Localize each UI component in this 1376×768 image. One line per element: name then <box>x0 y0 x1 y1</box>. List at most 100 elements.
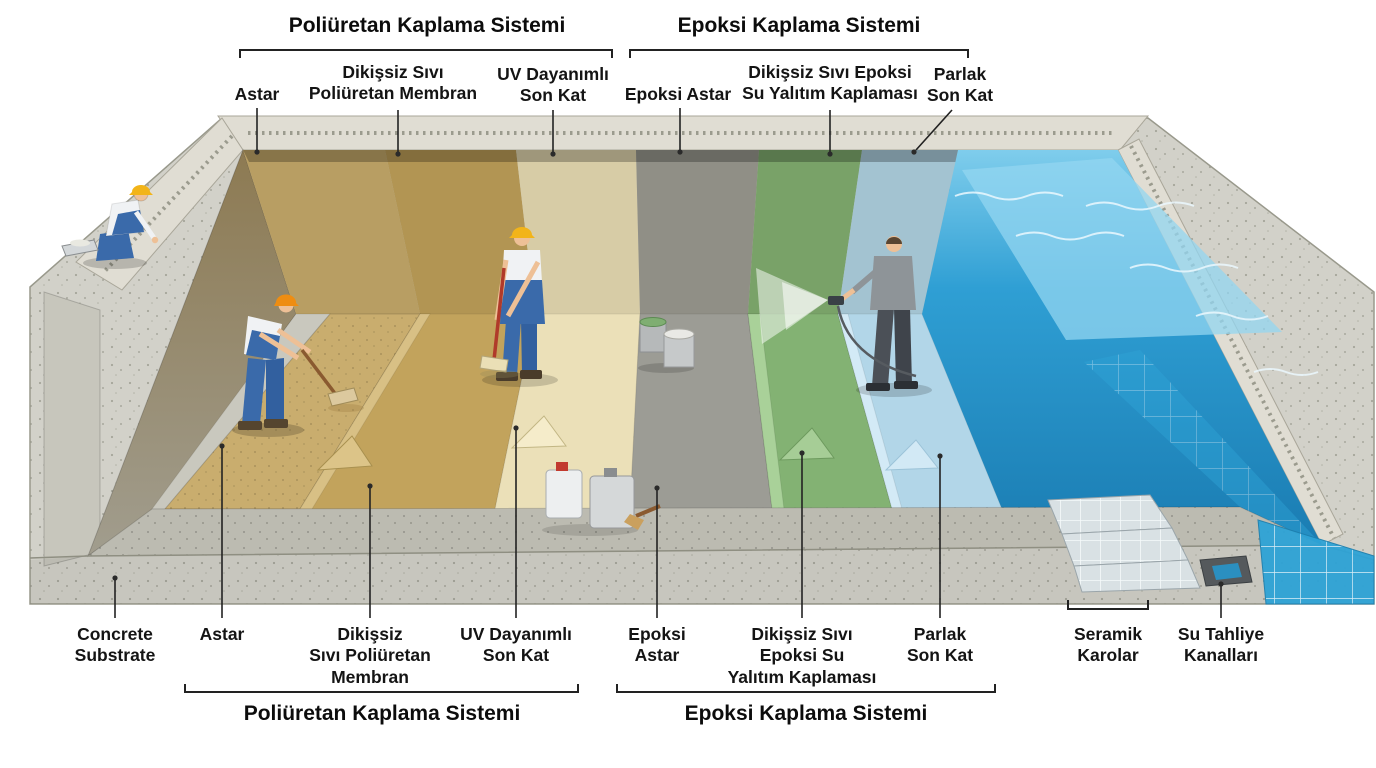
worker2-wet-trail <box>328 404 364 412</box>
title-bottom-poliuretan: Poliüretan Kaplama Sistemi <box>243 702 521 725</box>
bracket-top-poliuretan <box>239 49 613 58</box>
membran-peel-corner <box>316 435 373 471</box>
paint-can-white-lid <box>663 328 695 340</box>
worker1-hardhat <box>129 185 153 195</box>
worker2-boot-left <box>238 421 262 430</box>
spray-gun <box>828 296 844 305</box>
worker4-hair <box>886 237 902 244</box>
drain-channel <box>1199 555 1253 587</box>
worker3-boot-left <box>496 372 518 381</box>
annotation-lines <box>114 49 1222 693</box>
label-top-astar: Astar <box>234 84 280 104</box>
worker3-roller-head <box>479 355 509 373</box>
label-bottom-seramik-karolar: Seramik Karolar <box>1073 624 1143 666</box>
step-3 <box>1073 559 1201 593</box>
label-bottom-epoksi-su-yalitim: Dikişsiz Sıvı Epoksi Su Yalıtım Kaplamas… <box>727 624 877 687</box>
worker4-shoe-left <box>866 383 890 391</box>
paint-cans <box>638 317 695 373</box>
wall-band-epoksi-green <box>748 150 862 314</box>
worker3-boot-right <box>520 370 542 379</box>
worker2-arm-back <box>258 331 300 361</box>
worker4-leg-right <box>894 308 912 384</box>
front-face-shade <box>30 545 1374 604</box>
wall-band-astar <box>243 150 420 314</box>
spray-hose <box>836 305 917 378</box>
title-top-epoksi: Epoksi Kaplama Sistemi <box>677 14 921 37</box>
pool-floor <box>151 313 1003 510</box>
drain-water-slot <box>1212 563 1242 580</box>
front-cut-section <box>29 506 1375 605</box>
worker2-arm-front <box>276 327 312 355</box>
solvent-cans <box>542 462 661 536</box>
worker2-leg-left <box>242 358 266 424</box>
worker4-shirt <box>870 256 916 310</box>
jerrycan-white <box>545 469 583 519</box>
mortar-blob <box>70 239 90 247</box>
worker1-arm <box>133 210 157 240</box>
label-bottom-uv-son-kat: UV Dayanımlı Son Kat <box>460 624 572 666</box>
worker4-shoe-right <box>894 381 918 389</box>
worker3-roller-pole <box>492 267 506 361</box>
leader-lines-bottom <box>114 430 1222 618</box>
water-ripples <box>954 191 1319 376</box>
label-bottom-concrete-substrate: Concrete Substrate <box>74 624 156 666</box>
wall-band-epoksi-astar <box>636 150 759 314</box>
brush-bristles <box>624 514 644 530</box>
rim-shadow <box>243 150 1118 162</box>
leader-lines-top <box>256 108 953 152</box>
title-bottom-epoksi: Epoksi Kaplama Sistemi <box>684 702 928 725</box>
bracket-top-epoksi <box>629 49 969 58</box>
worker2-roller-head <box>327 387 359 407</box>
worker2-overalls <box>246 330 280 360</box>
wall-band-parlak <box>838 150 958 314</box>
water-surface <box>962 158 1282 340</box>
brush-handle <box>635 504 661 518</box>
paint-can-green-lid <box>639 317 667 327</box>
worker2-roller-pole <box>300 348 342 402</box>
step-1 <box>1047 494 1173 535</box>
worker-roller-primer <box>232 294 364 437</box>
bracket-seramik <box>1067 600 1149 610</box>
green-peel-corner <box>778 427 835 461</box>
label-bottom-su-tahliye: Su Tahliye Kanalları <box>1177 624 1265 666</box>
label-top-epoksi-astar: Epoksi Astar <box>624 84 732 104</box>
submerged-tile-wall <box>1084 350 1322 545</box>
parlak-peel-corner <box>884 439 939 471</box>
label-bottom-epoksi-astar: Epoksi Astar <box>628 624 686 666</box>
spray-mist-inner <box>782 282 828 330</box>
label-bottom-parlak-son-kat: Parlak Son Kat <box>906 624 974 666</box>
label-top-poliuretan-membran: Dikişsiz Sıvı Poliüretan Membran <box>308 62 478 104</box>
wall-band-uv <box>516 150 640 314</box>
worker3-wet-trail <box>480 370 520 378</box>
label-top-uv-son-kat: UV Dayanımlı Son Kat <box>497 64 609 106</box>
label-top-parlak-son-kat: Parlak Son Kat <box>926 64 994 106</box>
worker-kneeling <box>61 185 159 269</box>
title-top-poliuretan: Poliüretan Kaplama Sistemi <box>288 14 566 37</box>
worker3-hardhat <box>509 227 535 238</box>
bracket-bottom-epoksi <box>616 684 996 693</box>
worker2-boot-right <box>264 419 288 428</box>
worker3-leg-right <box>521 320 537 374</box>
bracket-bottom-poliuretan <box>184 684 579 693</box>
worker1-legs <box>96 230 134 261</box>
worker3-arm-right <box>505 260 541 318</box>
label-bottom-astar: Astar <box>199 624 245 644</box>
label-bottom-poliuretan-membran: Dikişsiz Sıvı Poliüretan Membran <box>309 624 431 687</box>
wall-band-membran <box>385 150 535 314</box>
step-2 <box>1061 527 1189 567</box>
jerrycan-gray-cap <box>604 468 617 477</box>
tiled-wall-corner <box>1257 519 1375 605</box>
worker4-upper-arm <box>850 265 882 295</box>
leader-dots <box>112 149 1224 587</box>
worker-sprayer <box>756 236 932 397</box>
worker1-hand <box>151 236 159 244</box>
left-wall-cut-face <box>43 291 101 567</box>
worker-roller-topcoat <box>479 227 558 387</box>
jerrycan-red-cap <box>556 462 568 471</box>
ceramic-steps <box>1047 494 1201 593</box>
label-top-epoksi-su-yalitim: Dikişsiz Sıvı Epoksi Su Yalıtım Kaplamas… <box>742 62 918 104</box>
pool-water <box>922 150 1322 545</box>
worker2-leg-right <box>266 358 284 422</box>
